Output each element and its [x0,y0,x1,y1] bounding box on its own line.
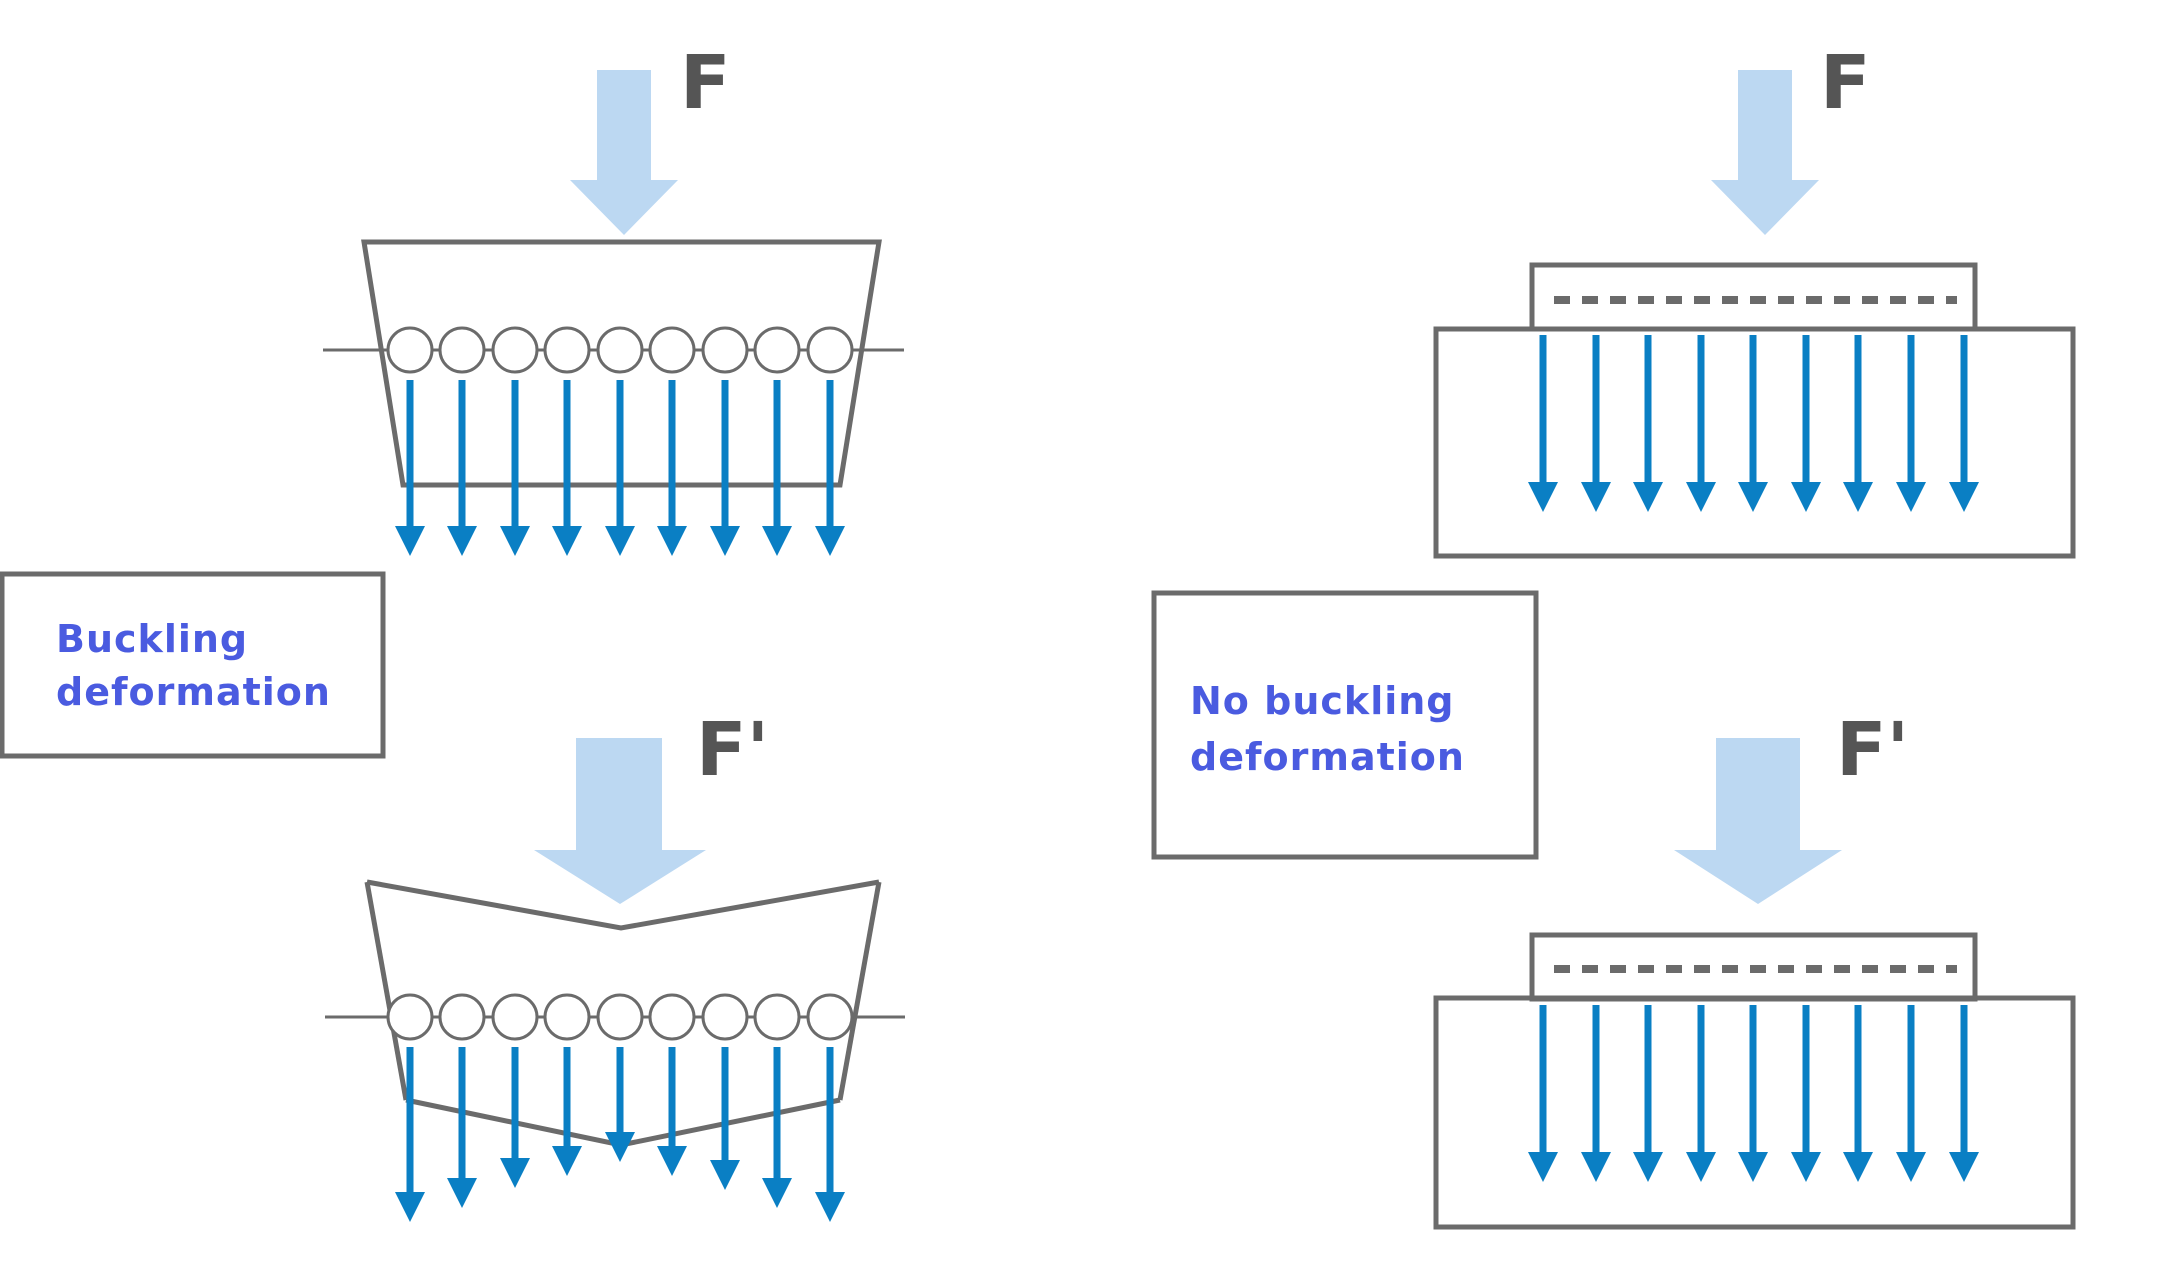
down-arrow-icon [605,1047,635,1162]
left-bottom-assembly: F' [325,707,905,1222]
down-arrow-icon [447,380,477,556]
down-arrow-icon [1738,1005,1768,1182]
circle-roller-icon [753,993,801,1041]
circle-roller-icon [648,326,696,374]
down-arrow-icon [1581,1005,1611,1182]
force-arrow-icon [534,738,706,904]
down-arrow-icon [1633,335,1663,512]
right-bottom-assembly: F' [1433,707,2076,1230]
down-arrow-icon [605,380,635,556]
down-arrow-icon [1896,335,1926,512]
stress-arrow-row [395,380,845,556]
roller-row [386,993,854,1041]
trapezoid-block [361,239,882,488]
circle-roller-icon [596,993,644,1041]
roller-row [386,326,854,374]
force-arrow-icon [1674,738,1842,904]
caption-line-2: deformation [1190,735,1465,779]
down-arrow-icon [500,1047,530,1188]
circle-roller-icon [753,326,801,374]
caption-line-1: Buckling [56,617,248,661]
down-arrow-icon [1686,335,1716,512]
down-arrow-icon [500,380,530,556]
down-arrow-icon [1528,1005,1558,1182]
circle-roller-icon [806,326,854,374]
buckling-caption-box: Buckling deformation [0,571,386,759]
down-arrow-icon [395,1047,425,1222]
down-arrow-icon [710,1047,740,1190]
down-arrow-icon [762,380,792,556]
circle-roller-icon [491,993,539,1041]
circle-roller-icon [648,993,696,1041]
down-arrow-icon [710,380,740,556]
no-buckling-caption-box: No buckling deformation [1151,590,1539,860]
circle-roller-icon [386,326,434,374]
force-arrow-icon [1711,70,1819,235]
left-top-assembly: F [323,40,904,556]
lower-block [1433,326,2076,559]
down-arrow-icon [552,1047,582,1176]
down-arrow-icon [1738,335,1768,512]
force-label-f-prime: F' [696,707,769,793]
caption-frame [1151,590,1539,860]
down-arrow-icon [762,1047,792,1208]
caption-line-1: No buckling [1190,679,1455,723]
buckled-block-right [837,881,882,1101]
stress-arrow-row [1528,1005,1979,1182]
circle-roller-icon [438,993,486,1041]
caption-frame [0,571,386,759]
force-arrow-icon [570,70,678,235]
circle-roller-icon [701,326,749,374]
buckled-block-top [366,879,880,931]
down-arrow-icon [1949,335,1979,512]
right-top-assembly: F [1433,40,2076,559]
caption-line-2: deformation [56,670,331,714]
lower-block [1433,995,2076,1230]
circle-roller-icon [543,326,591,374]
down-arrow-icon [1686,1005,1716,1182]
down-arrow-icon [1843,335,1873,512]
circle-roller-icon [438,326,486,374]
down-arrow-icon [815,380,845,556]
down-arrow-icon [1528,335,1558,512]
down-arrow-icon [657,380,687,556]
stress-arrow-row [395,1047,845,1222]
down-arrow-icon [1949,1005,1979,1182]
force-label-f: F [680,40,731,126]
circle-roller-icon [596,326,644,374]
circle-roller-icon [543,993,591,1041]
circle-roller-icon [386,993,434,1041]
down-arrow-icon [1581,335,1611,512]
down-arrow-icon [395,380,425,556]
circle-roller-icon [491,326,539,374]
down-arrow-icon [1791,335,1821,512]
down-arrow-icon [1633,1005,1663,1182]
down-arrow-icon [552,380,582,556]
down-arrow-icon [1896,1005,1926,1182]
down-arrow-icon [447,1047,477,1208]
down-arrow-icon [657,1047,687,1176]
down-arrow-icon [1843,1005,1873,1182]
buckled-block-left [364,881,409,1101]
down-arrow-icon [815,1047,845,1222]
circle-roller-icon [806,993,854,1041]
stress-arrow-row [1528,335,1979,512]
force-label-f: F [1820,40,1871,126]
circle-roller-icon [701,993,749,1041]
down-arrow-icon [1791,1005,1821,1182]
force-label-f-prime: F' [1836,707,1909,793]
